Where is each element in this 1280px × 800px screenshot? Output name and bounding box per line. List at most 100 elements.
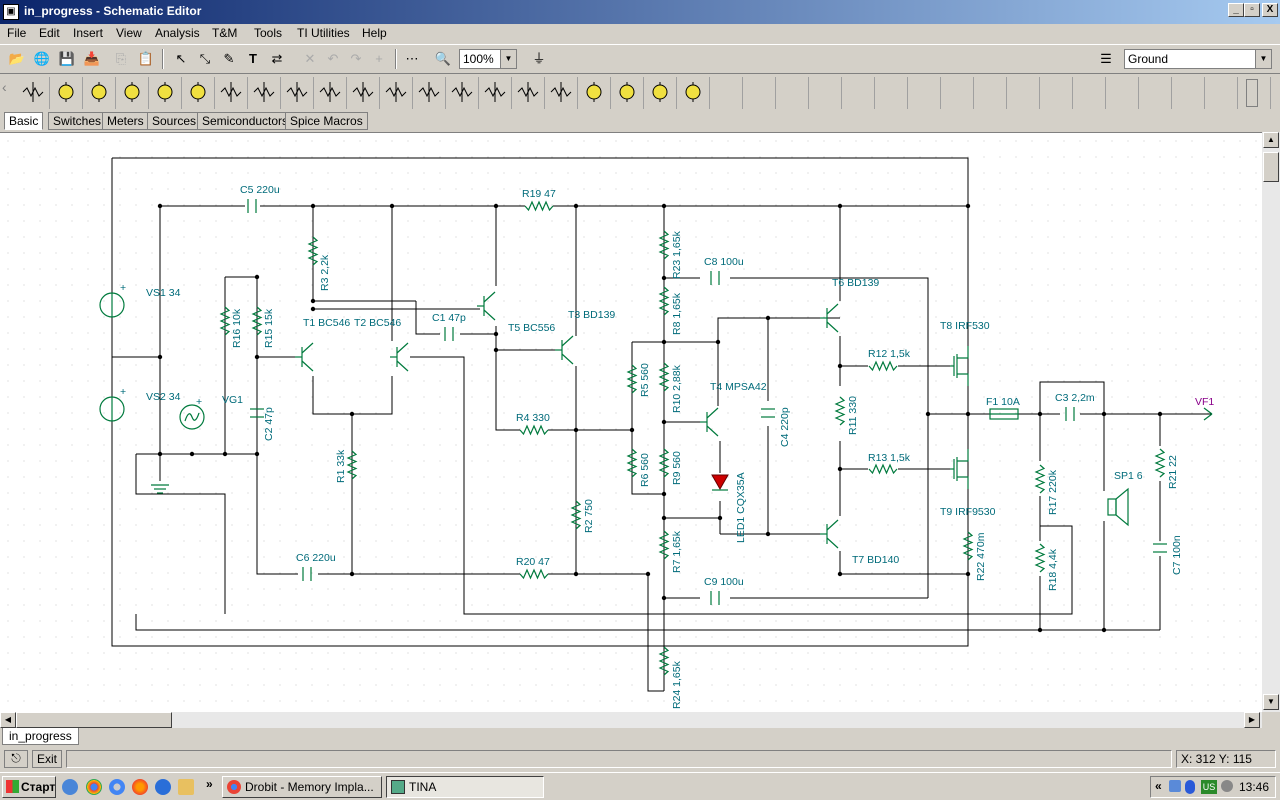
voltage-probe-icon[interactable] — [1203, 407, 1213, 421]
network-icon[interactable] — [1169, 780, 1181, 792]
resistor-icon[interactable] — [658, 530, 670, 560]
show-desktop-icon[interactable] — [62, 779, 78, 795]
resistor-icon[interactable] — [570, 500, 582, 530]
language-indicator[interactable]: US — [1201, 780, 1217, 794]
variable-inductor-icon[interactable] — [347, 77, 380, 109]
resistor-icon[interactable] — [1034, 464, 1046, 494]
t1-transistor-icon[interactable] — [295, 342, 314, 372]
folder-icon[interactable] — [178, 779, 194, 795]
voltmeter-icon[interactable] — [149, 77, 182, 109]
menu-analysis[interactable]: Analysis — [155, 26, 200, 40]
led-icon[interactable] — [711, 474, 729, 491]
capacitor-icon[interactable] — [1065, 407, 1075, 421]
switch-icon[interactable] — [479, 77, 512, 109]
transformer-1-icon[interactable] — [380, 77, 413, 109]
relay-icon[interactable] — [512, 77, 545, 109]
schematic-canvas[interactable]: C5 220u R19 47 VS1 34 VS2 34 VG1 + + + R… — [0, 132, 1262, 712]
close-button[interactable]: X — [1262, 3, 1278, 17]
delete-icon[interactable]: ✕ — [304, 51, 316, 66]
transformer-2-icon[interactable] — [413, 77, 446, 109]
horizontal-scrollbar[interactable]: ◀ ▶ — [0, 712, 1262, 728]
potentiometer-icon[interactable] — [248, 77, 281, 109]
firefox-icon[interactable] — [132, 779, 148, 795]
t9-mosfet-icon[interactable] — [950, 449, 969, 489]
resistor-icon[interactable] — [307, 236, 319, 266]
scroll-down-icon[interactable]: ▼ — [1263, 694, 1279, 710]
start-button[interactable]: Старт — [2, 776, 56, 798]
ammeter-icon[interactable] — [116, 77, 149, 109]
pin-icon[interactable]: + — [375, 51, 383, 66]
app-icon[interactable]: ▣ — [3, 4, 19, 20]
resistor-icon[interactable] — [658, 646, 670, 676]
component-select[interactable]: Ground ▼ — [1124, 49, 1272, 69]
ic-4-icon[interactable] — [677, 77, 710, 109]
battery-icon[interactable] — [50, 77, 83, 109]
menu-file[interactable]: File — [7, 26, 27, 40]
speaker-icon[interactable] — [1107, 487, 1129, 527]
minimize-button[interactable]: _ — [1228, 3, 1244, 17]
wire-select-icon[interactable]: ⤡ — [199, 51, 211, 66]
menu-view[interactable]: View — [116, 26, 142, 40]
redo-icon[interactable]: ↷ — [350, 51, 362, 66]
resistor-icon[interactable] — [962, 531, 974, 561]
bluetooth-icon[interactable] — [1185, 780, 1195, 794]
exit-button[interactable]: Exit — [32, 750, 62, 768]
capacitor-icon[interactable] — [281, 77, 314, 109]
volume-icon[interactable] — [1221, 780, 1233, 792]
properties-icon[interactable]: ☰ — [1100, 51, 1112, 66]
vg1-generator-icon[interactable] — [179, 404, 205, 430]
zoom-icon[interactable]: 🔍 — [434, 51, 452, 66]
tab-spice-macros[interactable]: Spice Macros — [285, 112, 368, 130]
resistor-icon[interactable] — [658, 362, 670, 392]
capacitor-icon[interactable] — [250, 408, 264, 418]
ammeter-2-icon[interactable] — [182, 77, 215, 109]
components[interactable] — [99, 199, 1213, 676]
resistor-icon[interactable] — [524, 200, 554, 212]
open-folder-icon[interactable]: 📂 — [8, 51, 26, 66]
task-tina[interactable]: TINA — [386, 776, 544, 798]
zoom-select[interactable]: 100% ▼ — [459, 49, 517, 69]
save-icon[interactable]: 💾 — [58, 51, 76, 66]
transformer-3-icon[interactable] — [446, 77, 479, 109]
mirror-icon[interactable]: ⇄ — [271, 51, 283, 66]
tab-meters[interactable]: Meters — [102, 112, 149, 130]
tab-sources[interactable]: Sources — [147, 112, 202, 130]
media-player-icon[interactable] — [155, 779, 171, 795]
resistor-icon[interactable] — [219, 306, 231, 336]
palette-scroll-right[interactable] — [1246, 79, 1258, 107]
chrome-canary-icon[interactable] — [109, 779, 125, 795]
vertical-scroll-thumb[interactable] — [1263, 152, 1279, 182]
resistor-icon[interactable] — [1154, 448, 1166, 478]
ic-1-icon[interactable] — [578, 77, 611, 109]
resistor-1-icon[interactable] — [215, 77, 248, 109]
resistor-icon[interactable] — [658, 230, 670, 260]
resistor-icon[interactable] — [626, 364, 638, 394]
capacitor-icon[interactable] — [302, 567, 312, 581]
voltage-source-icon[interactable] — [83, 77, 116, 109]
tab-in-progress[interactable]: in_progress — [2, 728, 79, 745]
schematic-drawing[interactable]: C5 220u R19 47 VS1 34 VS2 34 VG1 + + + R… — [0, 133, 1262, 712]
tab-basic[interactable]: Basic — [4, 112, 44, 130]
task-chrome[interactable]: Drobit - Memory Impla... — [222, 776, 382, 798]
capacitor-icon[interactable] — [1153, 543, 1167, 553]
resistor-icon[interactable] — [626, 448, 638, 478]
scroll-up-icon[interactable]: ▲ — [1263, 132, 1279, 148]
t8-mosfet-icon[interactable] — [950, 346, 969, 386]
vs2-source-icon[interactable] — [99, 396, 125, 422]
resistor-icon[interactable] — [519, 568, 549, 580]
tab-semiconductors[interactable]: Semiconductors — [197, 112, 294, 130]
ic-3-icon[interactable] — [644, 77, 677, 109]
t6-transistor-icon[interactable] — [820, 303, 839, 333]
diode-icon[interactable] — [545, 77, 578, 109]
menu-tools[interactable]: Tools — [254, 26, 283, 40]
chrome-icon[interactable] — [86, 779, 102, 795]
menu-insert[interactable]: Insert — [73, 26, 104, 40]
scroll-right-icon[interactable]: ▶ — [1244, 712, 1260, 728]
capacitor-icon[interactable] — [710, 271, 720, 285]
resistor-icon[interactable] — [834, 396, 846, 426]
pencil-icon[interactable]: ✎ — [223, 51, 235, 66]
palette-scroll-left[interactable]: ‹ — [2, 79, 7, 95]
exit-door-icon[interactable]: ⎋ — [4, 750, 28, 768]
t7-transistor-icon[interactable] — [820, 519, 839, 549]
grid-icon[interactable]: ⋯ — [405, 51, 419, 66]
